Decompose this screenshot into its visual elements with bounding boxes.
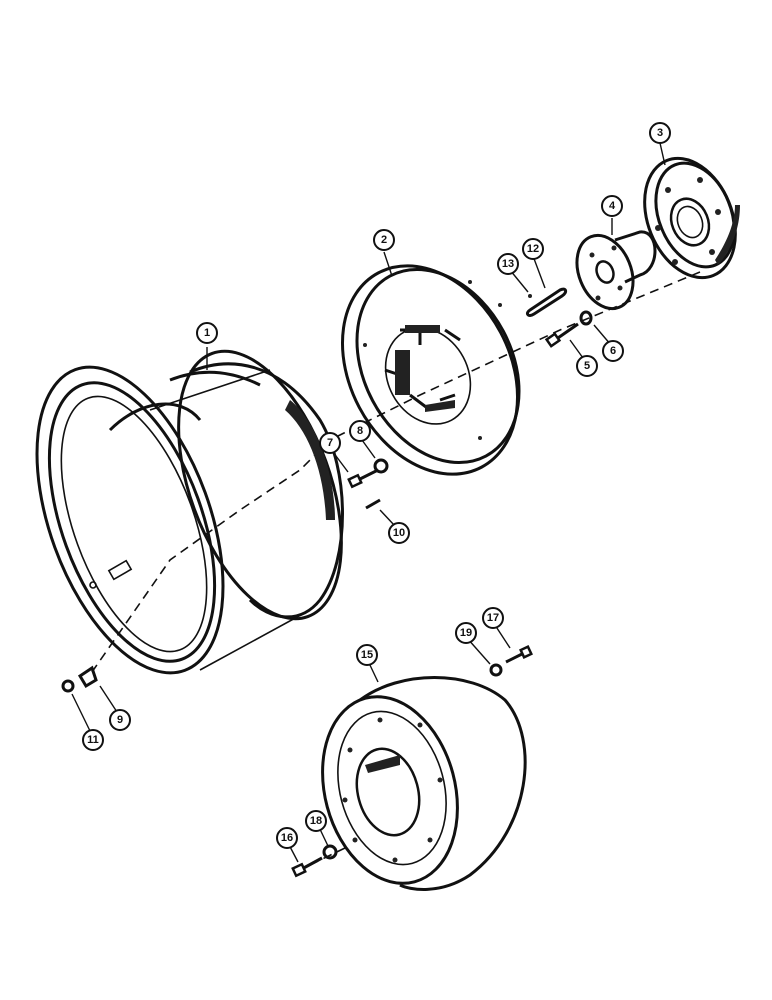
callout-3-label: 3 — [657, 127, 663, 139]
nut-part-11 — [61, 679, 75, 693]
bolt-part-7 — [347, 468, 379, 489]
hub-part-4 — [575, 230, 657, 311]
clamp-part-9 — [77, 665, 98, 689]
callout-16-label: 16 — [281, 832, 293, 844]
callout-1: 1 — [196, 322, 218, 344]
callout-leaders — [71, 142, 666, 863]
bolt-part-17 — [505, 645, 533, 664]
callout-2: 2 — [373, 229, 395, 251]
callout-10-label: 10 — [393, 527, 405, 539]
callout-17-label: 17 — [487, 612, 499, 624]
callout-1-label: 1 — [204, 327, 210, 339]
callout-2-label: 2 — [381, 234, 387, 246]
callout-5: 5 — [576, 355, 598, 377]
key-part-12 — [526, 287, 568, 317]
callout-6: 6 — [602, 340, 624, 362]
callout-18-label: 18 — [310, 815, 322, 827]
callout-9: 9 — [109, 709, 131, 731]
callout-15-label: 15 — [361, 649, 373, 661]
washer-part-6 — [579, 310, 593, 326]
callout-15: 15 — [356, 644, 378, 666]
callout-11-label: 11 — [87, 734, 99, 746]
washer-part-8 — [373, 458, 389, 474]
callout-13: 13 — [497, 253, 519, 275]
callout-4-label: 4 — [609, 200, 616, 212]
callout-16: 16 — [276, 827, 298, 849]
wheel-weight-part-15 — [321, 676, 527, 891]
pin-part-13 — [528, 294, 532, 298]
callout-11: 11 — [82, 729, 104, 751]
callout-13-label: 13 — [502, 258, 514, 270]
callout-19-label: 19 — [460, 627, 472, 639]
bolt-part-5 — [544, 322, 579, 348]
callout-12: 12 — [522, 238, 544, 260]
hub-flange-part-3 — [643, 156, 740, 280]
callout-9-label: 9 — [117, 714, 123, 726]
callout-17: 17 — [482, 607, 504, 629]
callout-7-label: 7 — [327, 437, 333, 449]
callout-6-label: 6 — [610, 345, 616, 357]
callout-8: 8 — [349, 420, 371, 442]
callout-19: 19 — [455, 622, 477, 644]
callout-4: 4 — [601, 195, 623, 217]
callout-5-label: 5 — [584, 360, 590, 372]
bolt-part-16 — [291, 856, 323, 878]
callout-10: 10 — [388, 522, 410, 544]
washer-part-18 — [322, 844, 338, 860]
nut-part-19 — [489, 663, 503, 677]
center-disc-part-2 — [340, 264, 521, 476]
callout-7: 7 — [319, 432, 341, 454]
stud-part-10 — [365, 498, 381, 510]
callout-12-label: 12 — [527, 243, 539, 255]
callout-18: 18 — [305, 810, 327, 832]
rim-part-1 — [35, 349, 344, 675]
callout-3: 3 — [649, 122, 671, 144]
callout-8-label: 8 — [357, 425, 363, 437]
